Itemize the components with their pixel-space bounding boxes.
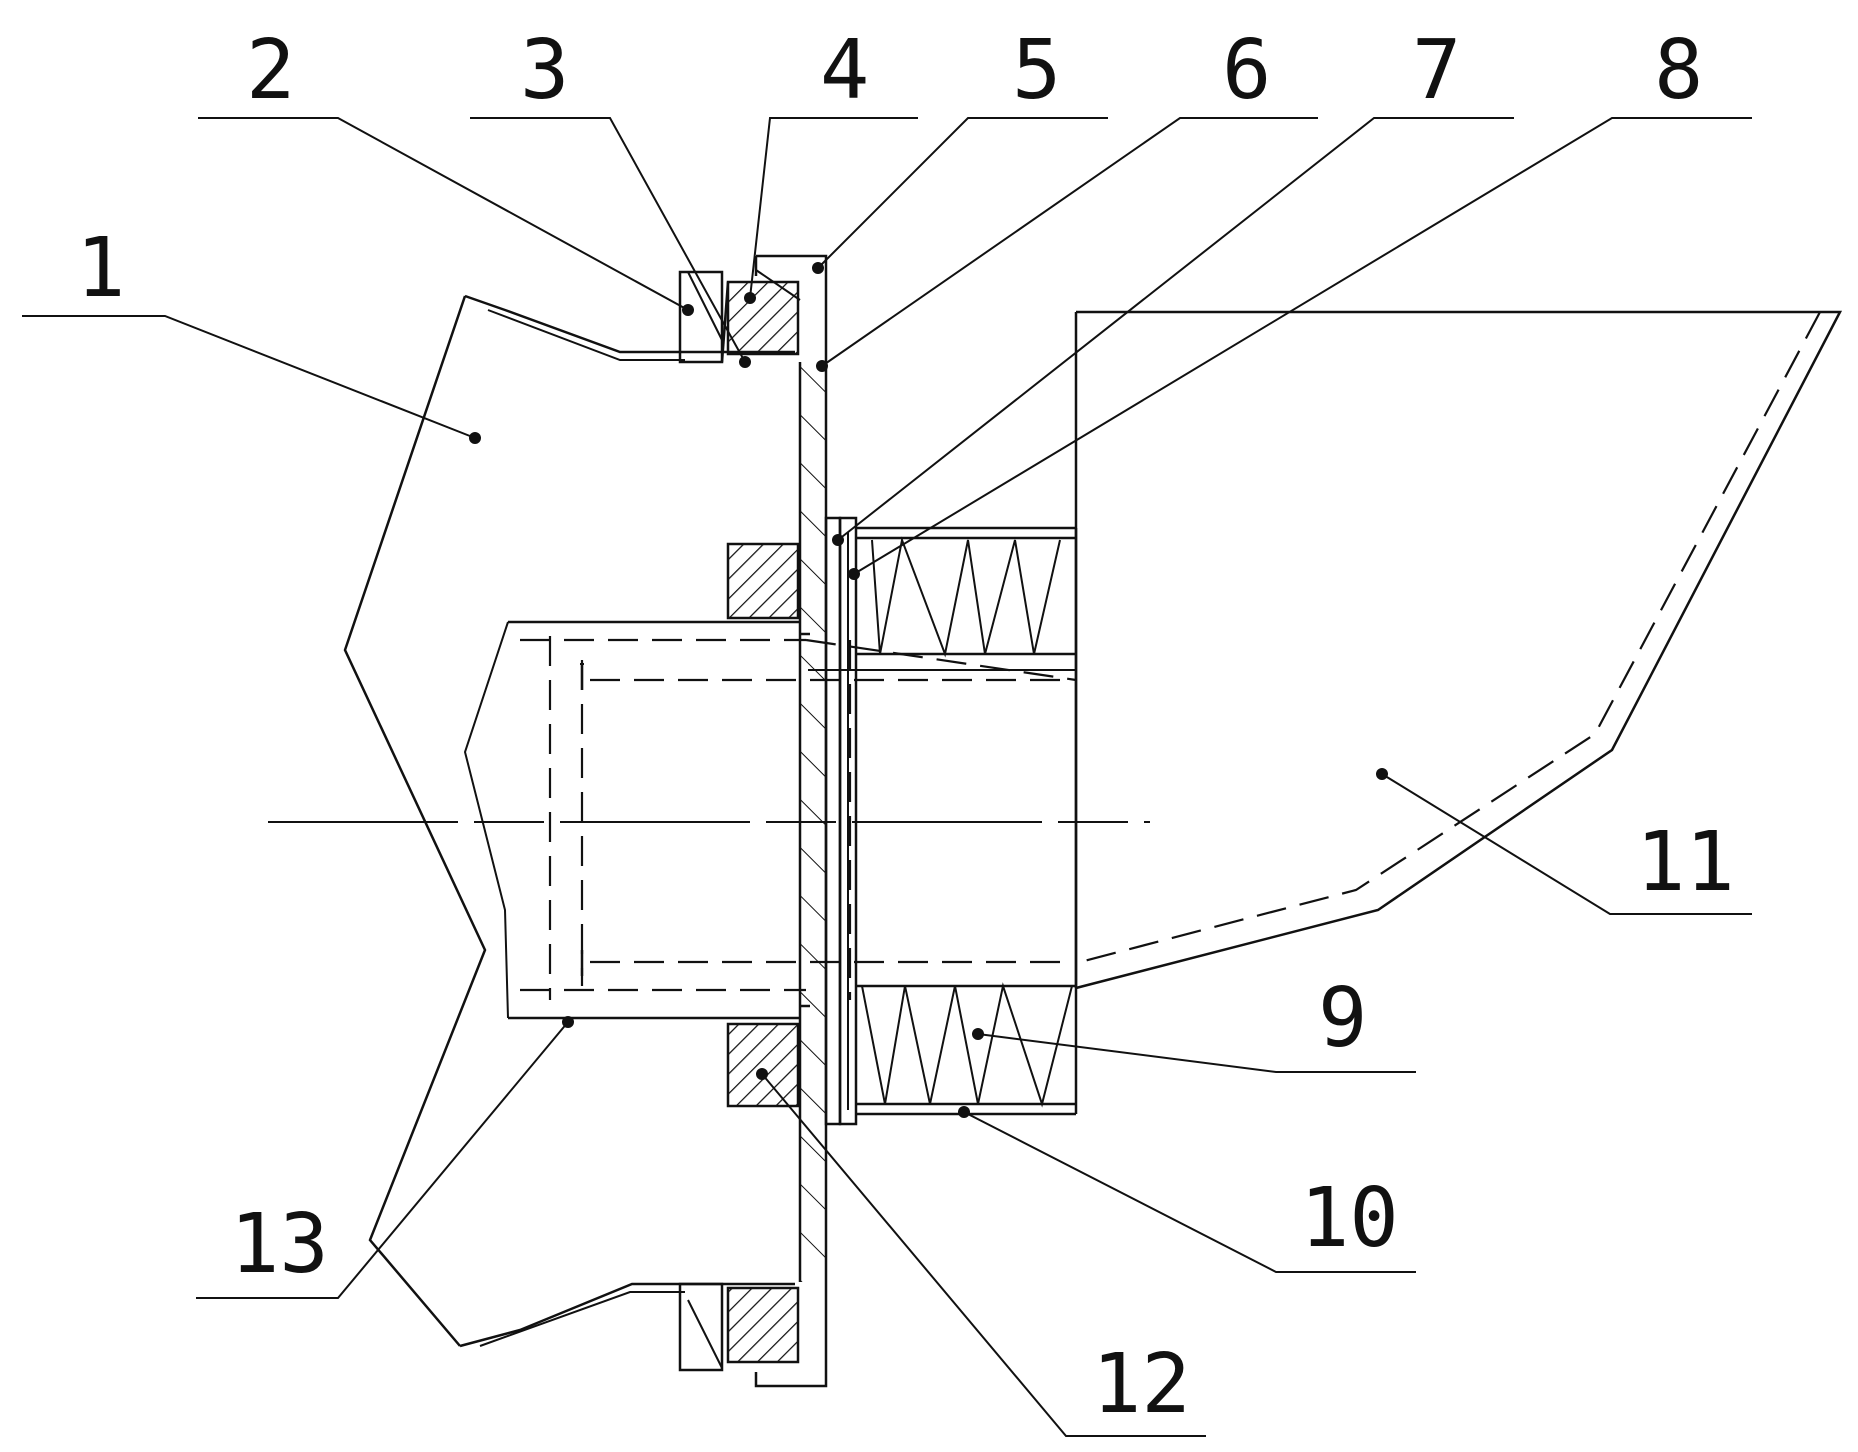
leader-lines: [22, 117, 1752, 1437]
inner-shaft: [463, 620, 1077, 1020]
callout-1-dot: [469, 432, 481, 444]
callout-5-dot: [812, 262, 824, 274]
callout-9-dot: [972, 1028, 984, 1040]
callout-7-dot: [832, 534, 844, 546]
callout-9: 9: [1318, 971, 1367, 1066]
callout-1: 1: [76, 221, 125, 316]
callout-3-dot: [739, 356, 751, 368]
callout-8: 8: [1654, 23, 1703, 118]
callout-2: 2: [246, 23, 295, 118]
flange-ring: [678, 270, 724, 1372]
callout-13-dot: [562, 1016, 574, 1028]
callout-8-dot: [848, 568, 860, 580]
callout-2-dot: [682, 304, 694, 316]
seal-blocks: [720, 280, 800, 1364]
callout-12: 12: [1092, 1337, 1191, 1432]
callout-4-dot: [744, 292, 756, 304]
callout-6: 6: [1222, 23, 1271, 118]
callout-7: 7: [1412, 23, 1461, 118]
hopper: [1074, 310, 1843, 990]
callout-3: 3: [520, 23, 569, 118]
callout-10: 10: [1300, 1171, 1399, 1266]
callout-4: 4: [820, 23, 869, 118]
callout-12-dot: [756, 1068, 768, 1080]
callout-11-dot: [1376, 768, 1388, 780]
callout-13: 13: [230, 1197, 329, 1292]
callout-11: 11: [1636, 815, 1735, 910]
callout-labels: 1 2 3 4 5 6 7 8 9 10 11 12 13: [76, 23, 1735, 1432]
callout-6-dot: [816, 360, 828, 372]
callout-10-dot: [958, 1106, 970, 1118]
callout-5: 5: [1012, 23, 1061, 118]
